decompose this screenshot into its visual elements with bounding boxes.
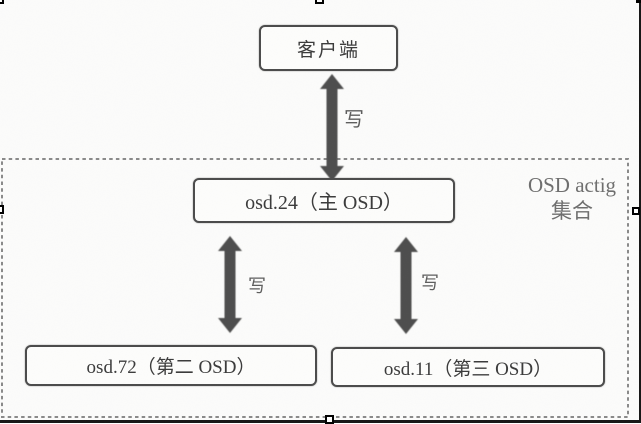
selection-handle-right-middle[interactable] (632, 207, 640, 215)
acting-set-caption-line1: OSD actig (527, 173, 617, 197)
acting-set-caption-line2: 集合 (551, 199, 593, 223)
node-third-osd-label: osd.11（第三 OSD） (383, 358, 553, 380)
node-third-osd: osd.11（第三 OSD） (331, 347, 605, 387)
node-client: 客户端 (259, 25, 398, 71)
arrow-client-primary (320, 74, 344, 181)
arrow-primary-second (218, 236, 242, 333)
edge-label-write-top: 写 (344, 109, 364, 131)
node-primary-osd: osd.24（主 OSD） (193, 178, 455, 223)
acting-set-caption: OSD actig 集合 (512, 172, 632, 224)
node-client-label: 客户端 (296, 39, 360, 61)
edge-label-write-right: 写 (421, 273, 439, 293)
node-primary-osd-label: osd.24（主 OSD） (245, 192, 403, 214)
edge-label-write-left: 写 (248, 276, 266, 296)
selection-handle-top-left[interactable] (0, 0, 4, 4)
arrow-primary-third (394, 237, 418, 334)
selection-handle-top-right[interactable] (636, 0, 641, 3)
node-second-osd: osd.72（第二 OSD） (25, 345, 317, 386)
selection-handle-left-middle[interactable] (0, 205, 4, 214)
selection-handle-top-middle[interactable] (315, 0, 324, 4)
node-second-osd-label: osd.72（第二 OSD） (86, 357, 256, 378)
